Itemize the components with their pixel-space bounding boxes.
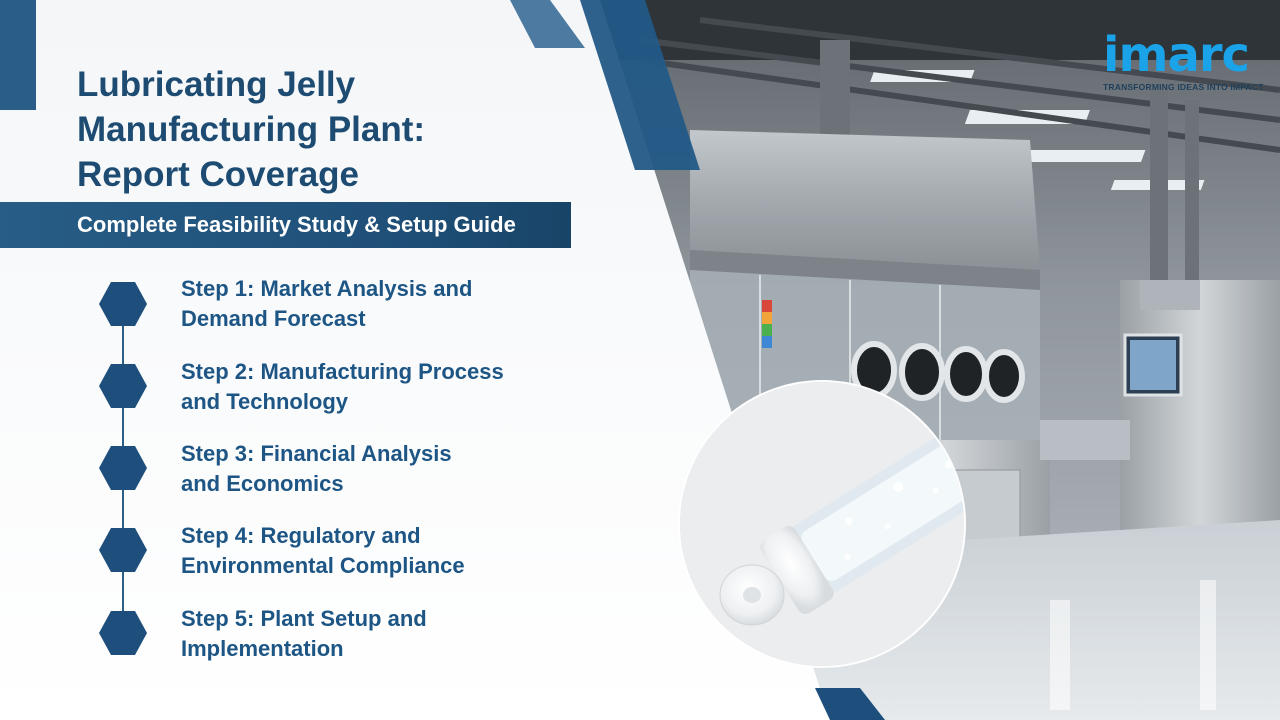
imarc-logo: imarc TRANSFORMING IDEAS INTO IMPACT xyxy=(1103,30,1263,92)
logo-tagline: TRANSFORMING IDEAS INTO IMPACT xyxy=(1103,82,1264,92)
logo-wordmark: imarc xyxy=(1103,27,1250,83)
